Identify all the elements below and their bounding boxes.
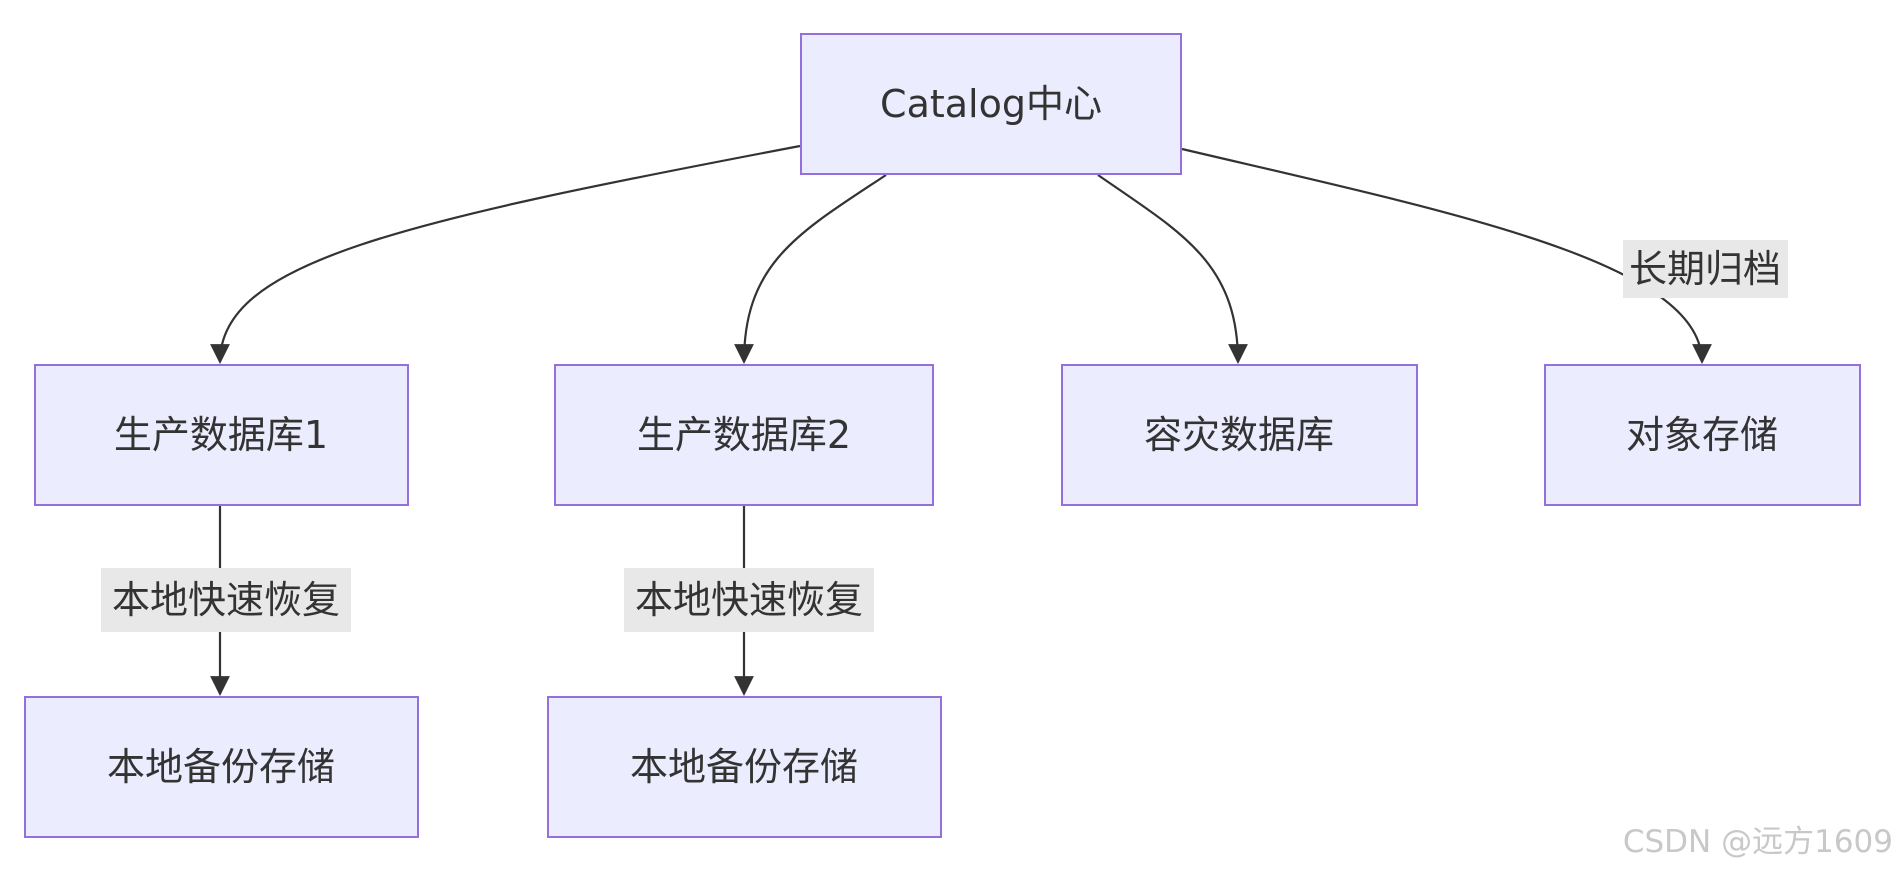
node-catalog-center: Catalog中心 xyxy=(800,33,1182,175)
node-production-db-1-label: 生产数据库1 xyxy=(114,413,328,457)
edge-catalog-prod2 xyxy=(734,174,887,364)
node-local-backup-2: 本地备份存储 xyxy=(547,696,942,838)
node-local-backup-1-label: 本地备份存储 xyxy=(107,745,335,789)
node-object-storage: 对象存储 xyxy=(1544,364,1861,506)
edge-label-archive: 长期归档 xyxy=(1623,240,1788,298)
node-production-db-2: 生产数据库2 xyxy=(554,364,934,506)
node-disaster-recovery-db-label: 容灾数据库 xyxy=(1144,413,1334,457)
node-local-backup-1: 本地备份存储 xyxy=(24,696,419,838)
edge-catalog-object xyxy=(1181,147,1712,364)
edge-label-restore-2: 本地快速恢复 xyxy=(624,568,874,632)
watermark-text: CSDN @远方1609 xyxy=(1623,824,1893,860)
node-catalog-center-label: Catalog中心 xyxy=(880,82,1102,126)
edge-label-restore-1-text: 本地快速恢复 xyxy=(112,578,340,622)
edge-catalog-dr xyxy=(1097,174,1248,364)
edge-label-archive-text: 长期归档 xyxy=(1629,247,1781,291)
edge-label-restore-1: 本地快速恢复 xyxy=(101,568,351,632)
node-production-db-1: 生产数据库1 xyxy=(34,364,409,506)
node-object-storage-label: 对象存储 xyxy=(1626,413,1778,457)
edge-label-restore-2-text: 本地快速恢复 xyxy=(635,578,863,622)
node-local-backup-2-label: 本地备份存储 xyxy=(630,745,858,789)
node-production-db-2-label: 生产数据库2 xyxy=(637,413,851,457)
edge-catalog-prod1 xyxy=(210,144,801,364)
node-disaster-recovery-db: 容灾数据库 xyxy=(1061,364,1418,506)
